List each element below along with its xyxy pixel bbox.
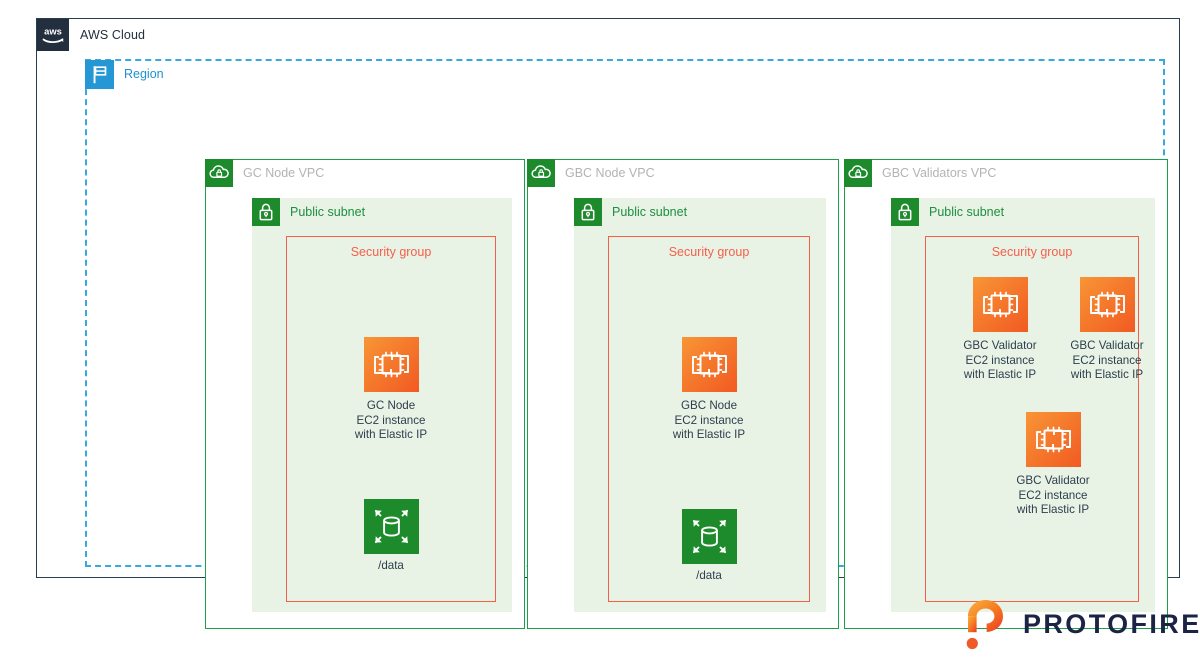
vpc-cloud-lock-icon (844, 159, 872, 187)
security-group: Security group (608, 236, 810, 602)
subnet-header: Public subnet (891, 198, 1004, 226)
resource-node-label: /data (378, 559, 404, 572)
vpc-header: GC Node VPC (205, 159, 324, 187)
resource-node[interactable]: GBC Validator EC2 instance with Elastic … (940, 277, 1060, 383)
resource-node[interactable]: GBC Node EC2 instance with Elastic IP (649, 337, 769, 443)
resource-node-label: GBC Validator EC2 instance with Elastic … (963, 339, 1037, 381)
public-subnet: Public subnet Security group (252, 198, 512, 612)
resource-node-label: GBC Validator EC2 instance with Elastic … (1016, 474, 1090, 516)
resource-node-label: GC Node EC2 instance with Elastic IP (354, 399, 428, 441)
resource-node[interactable]: GC Node EC2 instance with Elastic IP (331, 337, 451, 443)
protofire-branding: PROTOFIRE (963, 598, 1200, 650)
region-label: Region (124, 67, 164, 81)
subnet-label: Public subnet (290, 205, 366, 219)
public-subnet: Public subnet Security group (891, 198, 1155, 612)
svg-text:aws: aws (44, 26, 62, 37)
subnet-header: Public subnet (574, 198, 687, 226)
aws-cloud-boundary: aws AWS Cloud Region (36, 18, 1180, 629)
ec2-instance-icon (972, 277, 1028, 332)
security-group-label: Security group (350, 245, 432, 259)
resource-node-label: GBC Node EC2 instance with Elastic IP (672, 399, 746, 441)
vpc-gbc-validators: GBC Validators VPC (844, 159, 1168, 629)
public-subnet: Public subnet Security group (574, 198, 826, 612)
region-header: Region (85, 59, 164, 89)
aws-logo-icon: aws (37, 19, 69, 51)
ec2-instance-icon (1025, 412, 1081, 467)
security-group-label: Security group (668, 245, 750, 259)
public-subnet-lock-icon (252, 198, 280, 226)
vpc-header: GBC Node VPC (527, 159, 655, 187)
ec2-instance-icon (1079, 277, 1135, 332)
ec2-instance-icon (681, 337, 737, 392)
protofire-logo-icon (963, 598, 1009, 650)
subnet-label: Public subnet (612, 205, 688, 219)
security-group: Security group (925, 236, 1144, 602)
public-subnet-lock-icon (574, 198, 602, 226)
vpc-label: GC Node VPC (243, 166, 325, 180)
subnet-header: Public subnet (252, 198, 365, 226)
resource-node[interactable]: /data (331, 499, 451, 574)
resource-node[interactable]: GBC Validator EC2 instance with Elastic … (1047, 277, 1167, 383)
ec2-instance-icon (363, 337, 419, 392)
aws-cloud-label: AWS Cloud (80, 28, 146, 42)
subnet-label: Public subnet (929, 205, 1005, 219)
security-group-label: Security group (991, 245, 1073, 259)
region-boundary: Region GC Node VPC (85, 59, 1168, 629)
resource-node-label: /data (696, 569, 722, 582)
vpc-label: GBC Validators VPC (882, 166, 997, 180)
elastic-block-store-icon (681, 509, 737, 564)
vpc-header: GBC Validators VPC (844, 159, 996, 187)
security-group: Security group (286, 236, 496, 602)
elastic-block-store-icon (363, 499, 419, 554)
protofire-wordmark: PROTOFIRE (1023, 608, 1200, 639)
vpc-label: GBC Node VPC (565, 166, 655, 180)
vpc-cloud-lock-icon (205, 159, 233, 187)
public-subnet-lock-icon (891, 198, 919, 226)
vpc-cloud-lock-icon (527, 159, 555, 187)
resource-node[interactable]: /data (649, 509, 769, 584)
resource-node[interactable]: GBC Validator EC2 instance with Elastic … (993, 412, 1113, 518)
vpc-gc-node: GC Node VPC Publi (205, 159, 525, 629)
aws-cloud-header: aws AWS Cloud (37, 19, 145, 51)
vpc-gbc-node: GBC Node VPC Publ (527, 159, 839, 629)
resource-node-label: GBC Validator EC2 instance with Elastic … (1070, 339, 1144, 381)
region-flag-icon (85, 59, 114, 89)
